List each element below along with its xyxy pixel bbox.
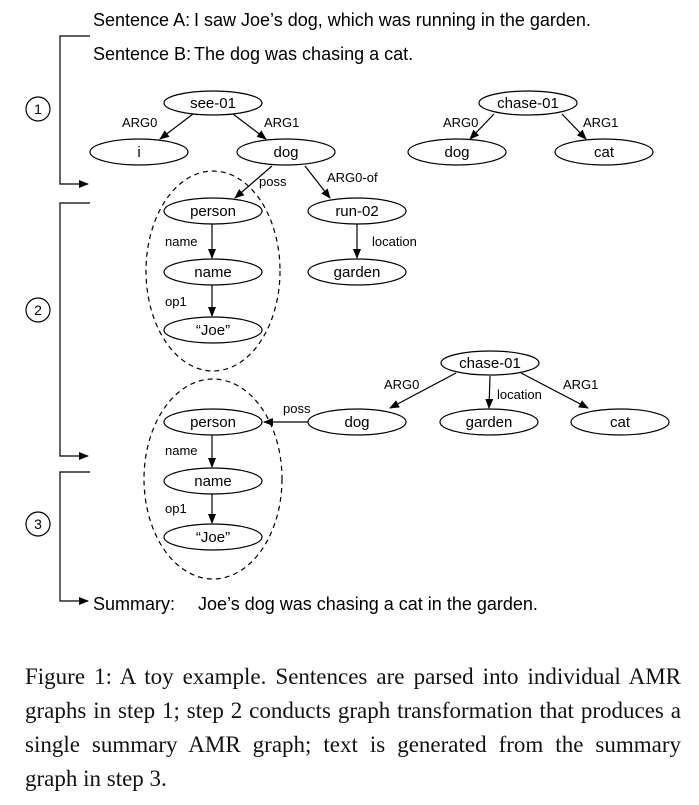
node-b-chase-01 <box>478 90 578 116</box>
figure-caption: Figure 1: A toy example. Sentences are p… <box>25 664 681 791</box>
node-dog <box>236 138 336 166</box>
node-label-b-dog: dog <box>444 144 469 161</box>
node-s-person <box>163 408 263 436</box>
step-2-bracket <box>59 202 90 460</box>
node-label-s-chase-01: chase-01 <box>459 355 521 372</box>
edge-summary-chase-garden <box>485 375 494 409</box>
node-label-see-01: see-01 <box>190 95 236 112</box>
edge-label-s-name: name <box>165 443 198 458</box>
step-3-bracket <box>59 471 90 605</box>
node-label-b-cat: cat <box>594 144 615 161</box>
step-3-number: 3 <box>34 516 42 532</box>
node-s-chase-01 <box>440 350 540 376</box>
step-1-circle <box>25 96 51 122</box>
summary-text: Joe’s dog was chasing a cat in the garde… <box>198 594 538 614</box>
node-garden <box>307 258 407 286</box>
node-label-name: name <box>194 264 232 281</box>
node-b-cat <box>554 138 654 166</box>
sentence-b-text: The dog was chasing a cat. <box>194 44 413 64</box>
edge-label-a-arg0: ARG0 <box>122 115 157 130</box>
node-person <box>163 197 263 225</box>
step-1-bracket <box>59 35 90 188</box>
edge-label-a-op1: op1 <box>165 294 187 309</box>
edge-chase-cat <box>561 113 587 140</box>
node-see-01 <box>163 90 263 116</box>
edge-label-s-op1: op1 <box>165 501 187 516</box>
edge-dog-run <box>304 165 331 199</box>
node-label-i: i <box>137 144 140 161</box>
node-label-garden: garden <box>334 264 381 281</box>
node-label-joe: “Joe” <box>196 322 230 339</box>
summary-label: Summary: <box>93 594 175 614</box>
node-b-dog <box>407 138 507 166</box>
edge-label-a-arg0-of: ARG0-of <box>327 170 378 185</box>
node-s-name <box>163 467 263 495</box>
step-2-circle <box>25 297 51 323</box>
edge-label-b-arg0: ARG0 <box>443 115 478 130</box>
edge-label-s-arg1: ARG1 <box>563 377 598 392</box>
node-label-s-name: name <box>194 473 232 490</box>
sentence-a-text: I saw Joe’s dog, which was running in th… <box>194 10 591 30</box>
node-s-cat <box>570 408 670 436</box>
edge-label-a-arg1: ARG1 <box>264 115 299 130</box>
sentence-a-label: Sentence A: <box>93 10 190 30</box>
edge-label-b-arg1: ARG1 <box>583 115 618 130</box>
edge-summary-chase-dog <box>389 372 457 409</box>
node-joe <box>163 316 263 344</box>
edge-dog-person <box>234 165 273 199</box>
node-s-garden <box>439 408 539 436</box>
edge-label-a-location: location <box>372 234 417 249</box>
edge-see-dog <box>232 113 267 140</box>
node-s-dog <box>307 408 407 436</box>
node-run-02 <box>307 197 407 225</box>
amr-pipeline-diagram: Sentence A: I saw Joe’s dog, which was r… <box>25 10 670 614</box>
node-label-b-chase-01: chase-01 <box>497 95 559 112</box>
node-label-s-person: person <box>190 414 236 431</box>
node-label-person: person <box>190 203 236 220</box>
node-label-run-02: run-02 <box>335 203 378 220</box>
edge-label-a-poss: poss <box>259 174 287 189</box>
node-s-joe <box>163 523 263 551</box>
edge-see-i <box>159 113 194 140</box>
sentence-b-label: Sentence B: <box>93 44 191 64</box>
node-i <box>89 138 189 166</box>
node-label-s-joe: “Joe” <box>196 529 230 546</box>
edge-chase-dog <box>469 113 495 140</box>
step-3-circle <box>25 511 51 537</box>
node-label-s-garden: garden <box>466 414 513 431</box>
edge-label-a-name: name <box>165 234 198 249</box>
edge-label-s-location: location <box>497 387 542 402</box>
graph-a-person-group <box>145 170 281 372</box>
node-name <box>163 258 263 286</box>
step-2-number: 2 <box>34 302 42 318</box>
edge-label-s-arg0: ARG0 <box>384 377 419 392</box>
edge-label-s-poss: poss <box>283 401 311 416</box>
node-label-s-cat: cat <box>610 414 631 431</box>
edge-summary-chase-cat <box>520 372 589 409</box>
node-label-s-dog: dog <box>344 414 369 431</box>
step-1-number: 1 <box>34 101 42 117</box>
node-label-dog: dog <box>273 144 298 161</box>
summary-person-group <box>143 378 283 580</box>
